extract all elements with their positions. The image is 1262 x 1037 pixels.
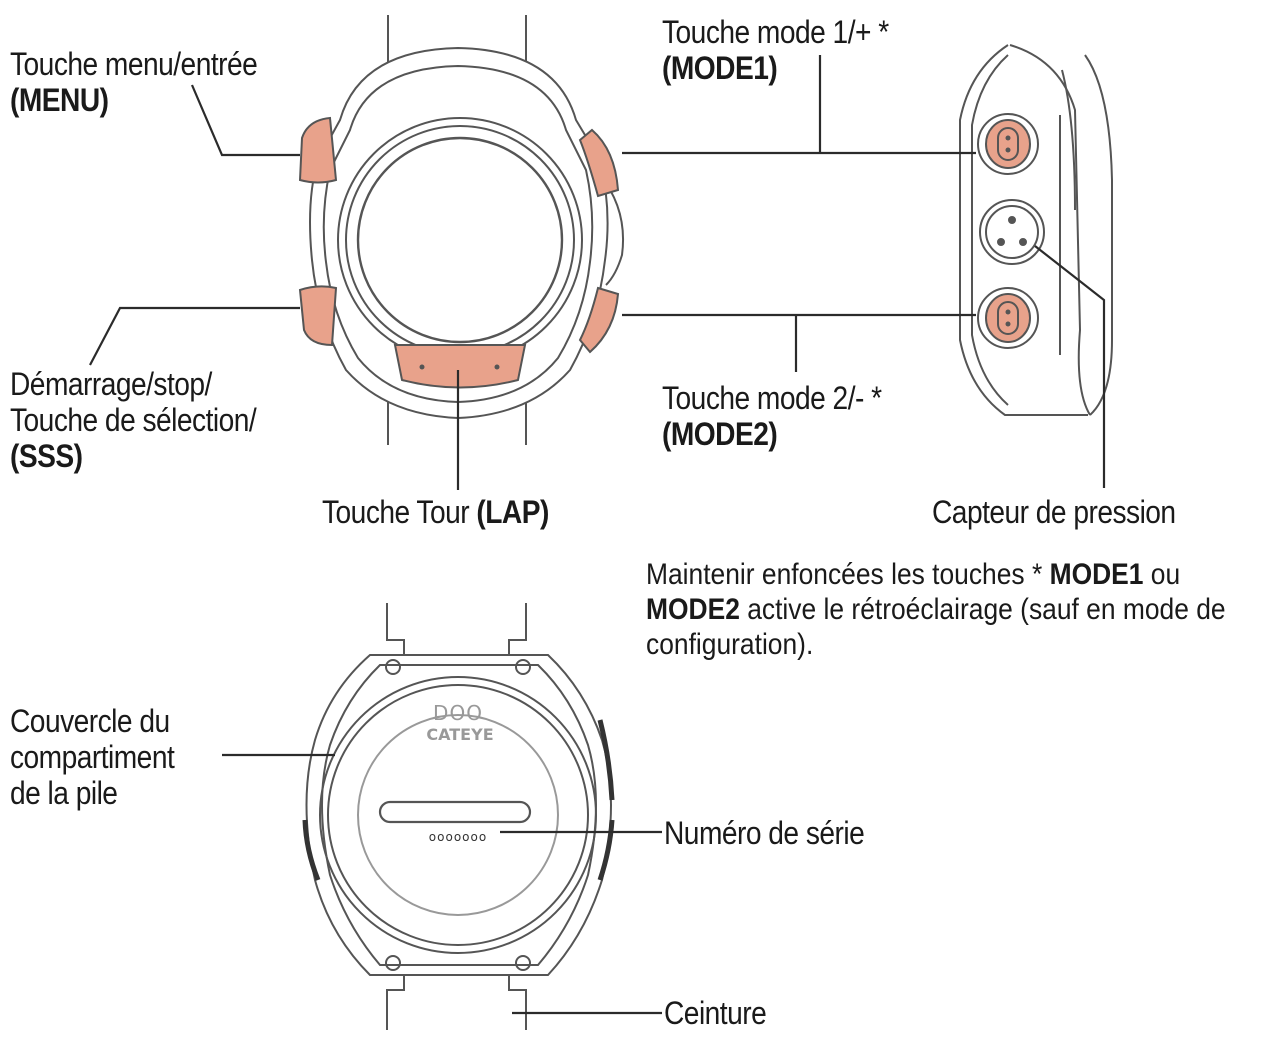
label-lap-text: Touche Tour [322,494,477,530]
label-cover-line3: de la pile [10,775,118,811]
label-menu-line1: Touche menu/entrée [10,46,258,82]
button-mode2-side-icon[interactable] [977,287,1039,349]
label-lap-code: (LAP) [476,494,549,530]
button-menu-icon[interactable] [298,116,338,184]
label-sss: Démarrage/stop/ Touche de sélection/ (SS… [10,366,257,474]
button-sss-icon[interactable] [298,285,338,347]
label-mode1: Touche mode 1/+ * (MODE1) [662,14,889,86]
label-sss-line2: Touche de sélection/ [10,402,257,438]
label-sss-line1: Démarrage/stop/ [10,366,212,402]
label-mode1-code: (MODE1) [662,50,778,86]
label-pressure-sensor: Capteur de pression [932,494,1176,530]
button-mode1-front-icon[interactable] [578,128,620,198]
label-serial-number: Numéro de série [664,815,865,851]
label-menu: Touche menu/entrée (MENU) [10,46,258,118]
label-mode2: Touche mode 2/- * (MODE2) [662,380,882,452]
back-brand: CATEYE [426,725,493,744]
label-sss-code: (SSS) [10,438,83,474]
label-mode2-line1: Touche mode 2/- * [662,380,882,416]
backlight-note: Maintenir enfoncées les touches * MODE1 … [646,558,1226,661]
label-menu-code: (MENU) [10,82,109,118]
label-strap: Ceinture [664,995,767,1031]
button-mode2-front-icon[interactable] [578,286,620,354]
label-cover-line2: compartiment [10,739,175,775]
back-logo: DOO [433,701,483,725]
watch-back-icon [302,603,615,1030]
serial-number-dots: ooooooo [429,830,487,844]
label-mode2-code: (MODE2) [662,416,778,452]
label-lap: Touche Tour (LAP) [322,494,549,530]
button-lap-icon[interactable] [393,344,527,389]
label-mode1-line1: Touche mode 1/+ * [662,14,889,50]
button-mode1-side-icon[interactable] [977,113,1039,175]
leader-lines [89,55,1106,1015]
label-cover-line1: Couvercle du [10,703,170,739]
watch-side-icon [959,44,1113,416]
label-battery-cover: Couvercle du compartiment de la pile [10,703,175,811]
